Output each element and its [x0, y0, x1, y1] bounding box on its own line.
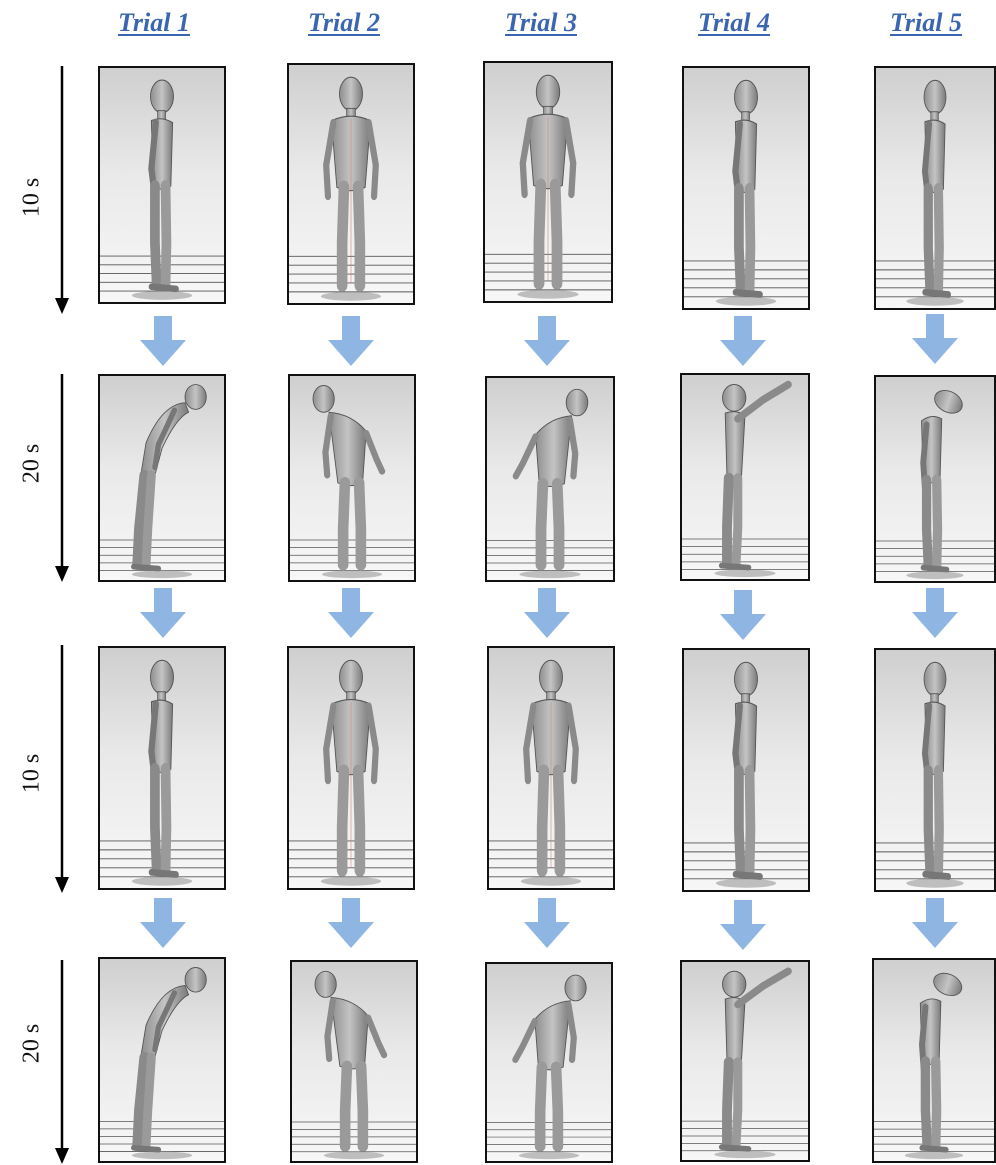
step-arrow-down: [326, 588, 376, 638]
panel-trial1-phase4: [98, 957, 226, 1163]
step-arrow-down: [522, 588, 572, 638]
step-arrow-down: [910, 314, 960, 364]
figure-standing-side-view: [150, 80, 176, 289]
timeline-arrow-1: [54, 66, 70, 314]
step-arrow-down: [718, 316, 768, 366]
figure-standing-back-view: [523, 75, 573, 283]
step-arrow-down: [138, 316, 188, 366]
phase-duration-1: 10 s: [19, 168, 46, 228]
panel-trial4-phase1: [682, 66, 810, 310]
timeline-arrow-4: [54, 960, 70, 1164]
panel-trial2-phase4: [290, 960, 418, 1163]
figure-arm-raised-forward: [722, 385, 789, 568]
figure-standing-back-view: [326, 660, 376, 870]
figure-standing-back-view: [326, 77, 376, 285]
panel-trial3-phase1: [483, 61, 613, 303]
panel-trial2-phase3: [287, 646, 415, 890]
figure-standing-side-view: [734, 80, 760, 294]
panel-trial5-phase1: [874, 66, 996, 310]
step-arrow-down: [718, 900, 768, 950]
panel-trial1-phase3: [98, 646, 226, 890]
step-arrow-down: [910, 588, 960, 638]
panel-trial3-phase2: [485, 376, 615, 582]
step-arrow-down: [718, 590, 768, 640]
figure-arm-raised-forward: [722, 971, 789, 1149]
step-arrow-down: [326, 898, 376, 948]
panel-trial4-phase2: [680, 373, 810, 581]
figure-forward-bend: [134, 967, 207, 1149]
panel-trial3-phase4: [485, 962, 613, 1163]
figure-forward-bend: [134, 385, 207, 569]
panel-trial1-phase1: [98, 66, 226, 304]
phase-duration-2: 20 s: [19, 434, 46, 494]
step-arrow-down: [522, 898, 572, 948]
panel-trial5-phase4: [872, 958, 996, 1163]
panel-trial2-phase1: [287, 63, 415, 305]
panel-trial1-phase2: [98, 374, 226, 582]
figure-standing-side-view: [924, 80, 948, 294]
trial-header-5: Trial 5: [890, 8, 962, 42]
trial-header-3: Trial 3: [505, 8, 577, 42]
figure-side-bend-right: [516, 389, 588, 565]
trial-header-1: Trial 1: [118, 8, 190, 42]
figure-standing-side-view: [734, 662, 760, 876]
figure-standing-side-view: [150, 660, 176, 874]
panel-trial4-phase3: [682, 648, 810, 892]
step-arrow-down: [326, 316, 376, 366]
trial-header-4: Trial 4: [698, 8, 770, 42]
phase-duration-4: 20 s: [19, 1014, 46, 1074]
step-arrow-down: [910, 898, 960, 948]
panel-trial5-phase2: [874, 375, 996, 583]
panel-trial4-phase4: [680, 960, 810, 1162]
panel-trial5-phase3: [874, 648, 996, 892]
figure-neck-flexion: [920, 969, 964, 1149]
phase-duration-3: 10 s: [19, 744, 46, 804]
step-arrow-down: [522, 316, 572, 366]
figure-neck-flexion: [922, 386, 966, 569]
timeline-arrow-2: [54, 374, 70, 582]
figure-side-bend-left: [315, 971, 384, 1146]
panel-trial3-phase3: [487, 646, 615, 890]
step-arrow-down: [138, 588, 188, 638]
panel-trial2-phase2: [288, 374, 416, 582]
trial-header-2: Trial 2: [308, 8, 380, 42]
timeline-arrow-3: [54, 645, 70, 893]
figure-standing-back-view: [526, 660, 576, 870]
figure-side-bend-right: [515, 975, 586, 1146]
step-arrow-down: [138, 898, 188, 948]
figure-standing-side-view: [924, 662, 948, 876]
figure-side-bend-left: [313, 386, 382, 565]
